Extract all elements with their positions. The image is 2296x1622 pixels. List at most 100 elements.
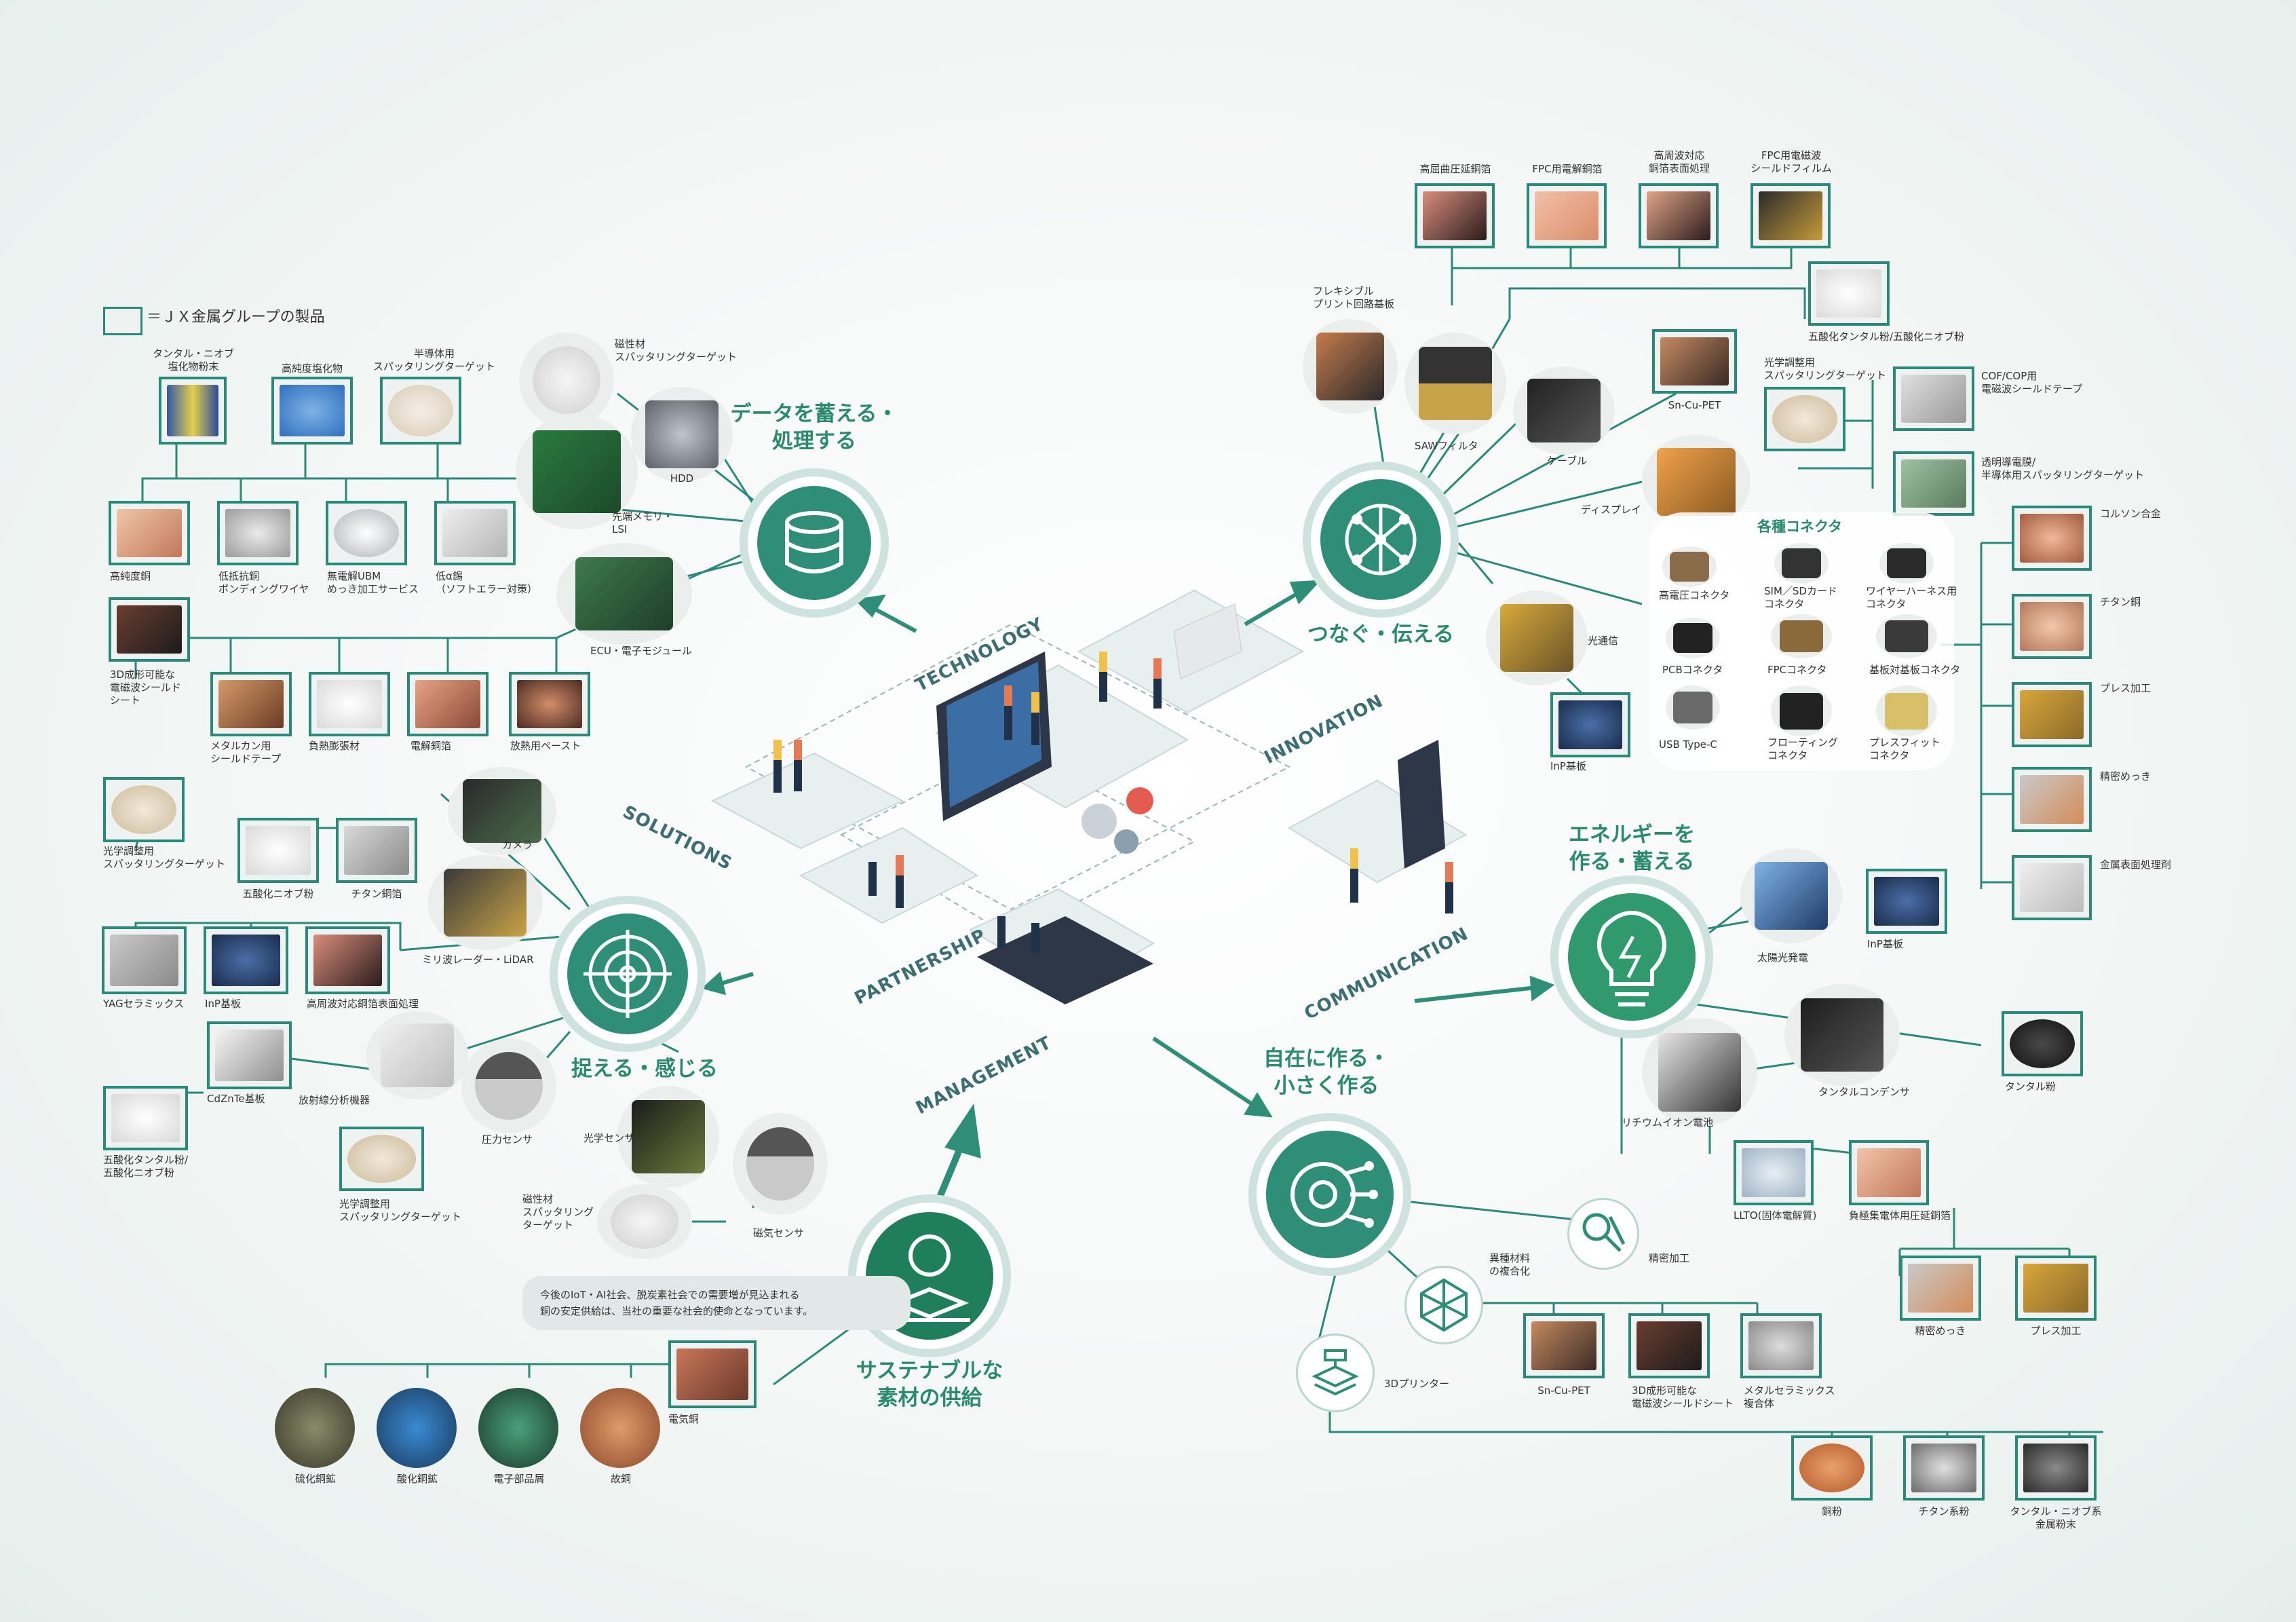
device-label: 太陽光発電 — [1757, 951, 1809, 964]
device-label: カメラ — [502, 839, 533, 851]
device-memory[interactable] — [516, 414, 638, 529]
hub-connect[interactable] — [1303, 461, 1459, 618]
hub-make[interactable] — [1248, 1113, 1411, 1276]
product-thumb[interactable] — [1764, 387, 1845, 451]
3d-printer-icon — [1312, 1349, 1359, 1396]
product-label: 五酸化タンタル粉/ 五酸化ニオブ粉 — [103, 1154, 189, 1179]
hub-data[interactable] — [740, 468, 889, 618]
product-thumb[interactable] — [1652, 329, 1737, 394]
product-thumb[interactable] — [380, 377, 461, 445]
product-label: コルソン合金 — [2100, 508, 2162, 520]
product-thumb[interactable] — [326, 501, 407, 565]
product-thumb[interactable] — [1740, 1313, 1822, 1378]
product-thumb[interactable] — [1808, 261, 1890, 326]
sustain-note: 今後のIoT・AI社会、脱炭素社会での需要増が見込まれる 銅の安定供給は、当社の… — [522, 1276, 911, 1330]
product-thumb[interactable] — [2012, 682, 2092, 747]
product-thumb[interactable] — [2012, 506, 2092, 571]
product-thumb[interactable] — [102, 926, 187, 994]
hub-sense[interactable] — [550, 896, 706, 1052]
device-capacitor[interactable] — [1784, 984, 1900, 1086]
product-thumb[interactable] — [1849, 1140, 1929, 1205]
product-thumb[interactable] — [103, 1086, 188, 1150]
product-thumb[interactable] — [1527, 183, 1607, 248]
3d-printer-hub[interactable] — [1296, 1334, 1375, 1412]
device-lidar[interactable] — [427, 855, 543, 950]
product-label: プレス加工 — [2030, 1325, 2082, 1337]
product-thumb[interactable] — [2015, 1256, 2097, 1321]
product-thumb[interactable] — [309, 672, 390, 736]
product-label: 高純度銅 — [110, 570, 151, 582]
connector-label: プレスフィット コネクタ — [1869, 736, 1940, 761]
ore-image — [275, 1388, 355, 1468]
product-thumb[interactable] — [204, 926, 288, 994]
device-label: 磁気センサ — [753, 1227, 805, 1239]
product-thumb[interactable] — [668, 1340, 757, 1408]
device-target[interactable] — [597, 1184, 692, 1259]
product-thumb[interactable] — [2012, 594, 2092, 659]
hub-make-title: 自在に作る・ 小さく作る — [1263, 1046, 1390, 1098]
device-saw[interactable] — [1404, 333, 1506, 434]
product-thumb[interactable] — [1639, 183, 1719, 248]
product-thumb[interactable] — [237, 818, 319, 883]
device-radiation[interactable] — [366, 1011, 468, 1099]
device-label: 光学センサ — [583, 1132, 635, 1144]
hub-energy-title: エネルギーを 作る・蓄える — [1569, 823, 1695, 874]
device-solar[interactable] — [1740, 848, 1842, 943]
product-thumb[interactable] — [159, 377, 227, 445]
product-label: 低α錫 （ソフトエラー対策） — [436, 570, 538, 595]
product-thumb[interactable] — [210, 672, 292, 736]
product-thumb[interactable] — [2015, 1435, 2097, 1501]
product-thumb[interactable] — [1628, 1313, 1710, 1378]
network-icon — [1345, 504, 1417, 576]
product-thumb[interactable] — [1415, 183, 1495, 248]
product-thumb[interactable] — [1734, 1140, 1814, 1205]
device-fpc[interactable] — [1303, 319, 1398, 414]
device-battery[interactable] — [1642, 1018, 1757, 1127]
product-thumb[interactable] — [336, 818, 417, 883]
hub-sustain-title: サステナブルな 素材の供給 — [856, 1359, 1003, 1410]
product-thumb[interactable] — [217, 501, 299, 565]
composite-hub[interactable] — [1404, 1266, 1483, 1344]
product-thumb[interactable] — [207, 1021, 292, 1089]
product-thumb[interactable] — [1903, 1435, 1985, 1501]
product-thumb[interactable] — [1791, 1435, 1873, 1501]
product-thumb[interactable] — [407, 672, 489, 736]
product-thumb[interactable] — [1866, 869, 1947, 934]
hub-energy[interactable] — [1550, 875, 1713, 1038]
product-thumb[interactable] — [305, 926, 390, 994]
product-thumb[interactable] — [271, 377, 353, 445]
device-ecu[interactable] — [556, 543, 692, 645]
product-thumb[interactable] — [2012, 855, 2092, 920]
product-thumb[interactable] — [1523, 1313, 1605, 1378]
device-cable[interactable] — [1513, 366, 1615, 455]
precision-machining-hub[interactable] — [1567, 1198, 1639, 1270]
device-optical[interactable] — [1486, 590, 1588, 685]
device-optical-sensor[interactable] — [617, 1086, 719, 1188]
caliper-icon — [1582, 1213, 1626, 1252]
device-camera[interactable] — [448, 767, 556, 855]
product-thumb[interactable] — [109, 501, 190, 565]
product-thumb[interactable] — [339, 1127, 424, 1191]
product-thumb[interactable] — [2012, 767, 2092, 832]
product-thumb[interactable] — [434, 501, 516, 565]
product-thumb[interactable] — [1893, 451, 1974, 516]
product-label: 精密めっき — [1915, 1325, 1966, 1337]
device-magnetic[interactable] — [733, 1113, 828, 1215]
connector-label: 高電圧コネクタ — [1659, 589, 1730, 601]
device-pressure[interactable] — [461, 1038, 556, 1133]
product-thumb[interactable] — [1900, 1256, 1981, 1321]
device-hdd[interactable] — [631, 387, 733, 482]
device-label: 先端メモリ・ LSI — [612, 510, 674, 535]
product-label: Sn-Cu-PET — [1668, 399, 1721, 411]
product-label: 光学調整用 スパッタリングターゲット — [1764, 356, 1887, 381]
product-label: 高周波対応 銅箔表面処理 — [1648, 149, 1710, 174]
product-thumb[interactable] — [109, 597, 190, 662]
product-thumb[interactable] — [103, 777, 185, 842]
device-disk[interactable] — [519, 333, 614, 428]
product-thumb[interactable] — [2002, 1011, 2083, 1076]
product-thumb[interactable] — [1893, 366, 1974, 431]
product-label: 五酸化タンタル粉/五酸化ニオブ粉 — [1808, 331, 1965, 343]
product-thumb[interactable] — [509, 672, 590, 736]
product-thumb[interactable] — [1550, 692, 1630, 757]
product-thumb[interactable] — [1750, 183, 1831, 248]
